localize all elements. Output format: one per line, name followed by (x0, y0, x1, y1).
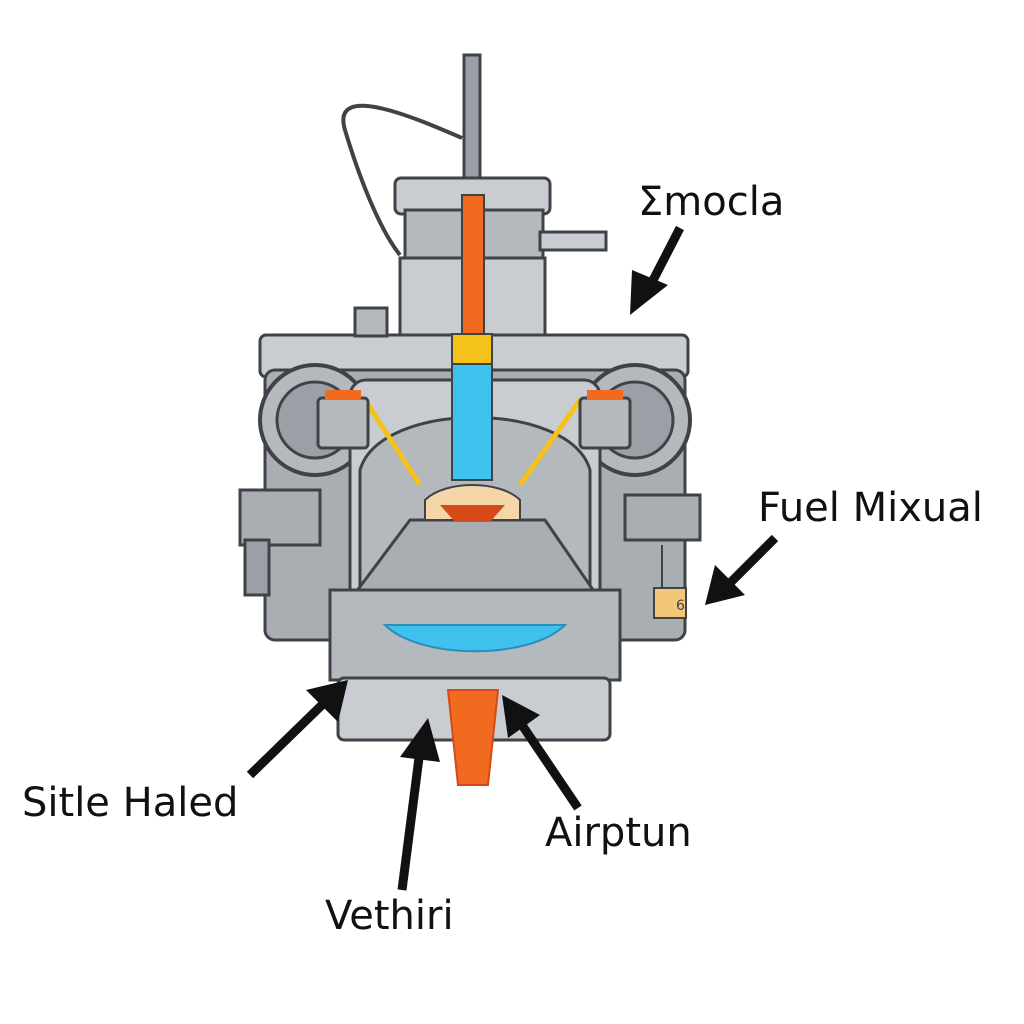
right-clamp (578, 396, 632, 450)
arrow-right (724, 534, 779, 589)
arrows (246, 225, 779, 891)
tag (653, 587, 687, 619)
left-port-pipe (243, 538, 271, 597)
upper-jet (461, 194, 485, 336)
side-bracket (538, 230, 608, 252)
left-port (238, 488, 322, 547)
arrow-bottom-left (246, 698, 329, 779)
right-port (623, 493, 702, 542)
jet-collar (451, 333, 493, 367)
fuel-tube (451, 363, 493, 481)
label-bottom-right: Airptun (545, 810, 692, 856)
exit-flame (446, 689, 500, 786)
arrow-bottom-left-head (306, 680, 348, 722)
label-right: Fuel Mixual (758, 485, 983, 531)
nozzle-flame (440, 505, 505, 522)
right-clamp-cap (587, 390, 623, 400)
arrow-bottom-center-head (400, 718, 440, 762)
arrow-top-right-head (630, 270, 668, 315)
left-clamp (316, 396, 370, 450)
label-top-right: Ʃmocla (638, 179, 785, 225)
left-clamp-cap (325, 390, 361, 400)
arrow-bottom-right-head (502, 695, 540, 738)
arrow-right-head (705, 565, 745, 605)
small-knob (353, 306, 389, 338)
control-cable (341, 103, 463, 257)
arrow-bottom-right (516, 719, 582, 811)
arrow-bottom-center (397, 749, 425, 891)
fuel-level (382, 624, 568, 653)
label-bottom-center: Vethiri (325, 893, 454, 939)
label-bottom-left: Sitle Haled (22, 780, 239, 826)
tag-text: 6 (676, 598, 685, 614)
